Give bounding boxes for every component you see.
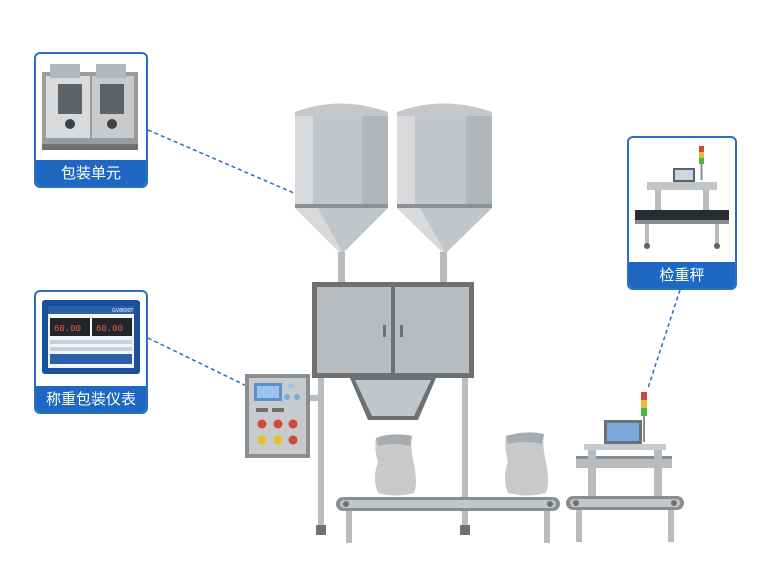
callout-checkweigher[interactable]: 检重秤 bbox=[627, 136, 737, 290]
controller-reading-2: 60.00 bbox=[96, 324, 123, 334]
bag-icon bbox=[375, 434, 416, 496]
controller-brand-text: GV8600T bbox=[112, 308, 133, 314]
checkweigher-icon bbox=[566, 392, 684, 542]
connector-controller bbox=[147, 337, 256, 391]
packing-unit-machine-icon bbox=[42, 64, 138, 150]
checkweigher-photo-icon bbox=[635, 146, 729, 249]
bag-icon bbox=[505, 432, 548, 496]
callout-weighing-controller[interactable]: GV8600T 60.00 60.00 称重包装仪表 bbox=[34, 290, 148, 414]
connector-checkweigher bbox=[647, 289, 681, 389]
callout-packing-unit[interactable]: 包装单元 bbox=[34, 52, 148, 188]
conveyor-icon bbox=[336, 497, 560, 543]
weighing-controller-icon: GV8600T 60.00 60.00 bbox=[42, 300, 140, 374]
callout-packing-unit-label: 包装单元 bbox=[36, 160, 146, 186]
callout-checkweigher-label: 检重秤 bbox=[629, 262, 735, 288]
hopper-right bbox=[397, 103, 492, 282]
controller-reading-1: 60.00 bbox=[54, 324, 81, 334]
weighing-cabinet bbox=[312, 282, 474, 535]
callout-weighing-controller-label: 称重包装仪表 bbox=[36, 386, 146, 412]
connector-packing-unit bbox=[147, 129, 311, 201]
control-box bbox=[245, 374, 318, 458]
hopper-left bbox=[295, 103, 388, 282]
